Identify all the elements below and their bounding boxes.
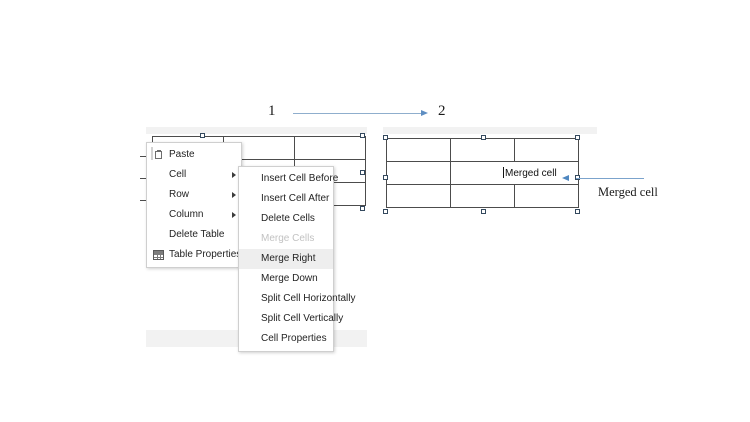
selection-handle-middle-right[interactable] [575, 175, 580, 180]
row-handle-dash[interactable] [140, 156, 146, 157]
menu-item-label: Split Cell Horizontally [261, 293, 356, 304]
menu-item-label: Delete Cells [261, 213, 315, 224]
table-cell[interactable] [386, 138, 451, 162]
menu-item-insert-cell-after[interactable]: Insert Cell After [239, 189, 333, 209]
page-band-top-left [146, 127, 367, 134]
selection-handle-bottom-center[interactable] [481, 209, 486, 214]
menu-item-row[interactable]: Row [147, 185, 241, 205]
selection-handle-bottom-right[interactable] [360, 206, 365, 211]
menu-item-cell-properties[interactable]: Cell Properties [239, 329, 333, 349]
row-handle-dash[interactable] [140, 200, 146, 201]
selection-handle-bottom-left[interactable] [383, 209, 388, 214]
table-grid-icon [151, 248, 165, 262]
selection-handle-top-left[interactable] [383, 135, 388, 140]
selection-handle-top-right[interactable] [575, 135, 580, 140]
menu-item-label: Cell [169, 169, 187, 180]
menu-item-label: Split Cell Vertically [261, 313, 344, 324]
menu-item-paste[interactable]: Paste [147, 145, 241, 165]
selection-handle-top-right[interactable] [360, 133, 365, 138]
menu-item-label: Merge Cells [261, 233, 315, 244]
menu-item-delete-cells[interactable]: Delete Cells [239, 209, 333, 229]
selection-handle-top-center[interactable] [200, 133, 205, 138]
chevron-right-icon [232, 192, 236, 198]
menu-item-label: Insert Cell Before [261, 173, 339, 184]
table-row[interactable] [386, 138, 579, 162]
menu-item-merge-down[interactable]: Merge Down [239, 269, 333, 289]
table-cell[interactable] [450, 184, 515, 208]
menu-item-label: Cell Properties [261, 333, 327, 344]
menu-item-merge-cells: Merge Cells [239, 229, 333, 249]
selection-handle-top-center[interactable] [481, 135, 486, 140]
table-cell[interactable] [514, 138, 579, 162]
menu-item-table-properties[interactable]: Table Properties [147, 245, 241, 265]
cell-submenu[interactable]: Insert Cell Before Insert Cell After Del… [238, 166, 355, 352]
menu-item-label: Delete Table [169, 229, 225, 240]
text-cursor [503, 167, 504, 178]
merged-cell-content: Merged cell [451, 167, 557, 179]
callout-label: Merged cell [598, 185, 658, 199]
menu-item-label: Merge Right [261, 253, 316, 264]
table-cell[interactable] [450, 138, 515, 162]
table-cell[interactable] [294, 136, 366, 160]
step-number-1: 1 [268, 103, 276, 119]
selection-handle-bottom-right[interactable] [575, 209, 580, 214]
menu-item-split-cell-horizontally[interactable]: Split Cell Horizontally [239, 289, 355, 309]
chevron-right-icon [232, 212, 236, 218]
menu-item-split-cell-vertically[interactable]: Split Cell Vertically [239, 309, 343, 329]
callout-line [576, 178, 644, 179]
flow-arrow-line [293, 113, 422, 114]
menu-item-label: Table Properties [169, 249, 242, 260]
table-cell[interactable] [386, 161, 451, 185]
selection-handle-middle-right[interactable] [360, 170, 365, 175]
result-table[interactable]: Merged cell [386, 138, 579, 208]
step-number-2: 2 [438, 103, 446, 119]
menu-item-column[interactable]: Column [147, 205, 241, 225]
table-row[interactable]: Merged cell [386, 161, 579, 185]
menu-item-cell[interactable]: Cell [147, 165, 241, 185]
chevron-right-icon [232, 172, 236, 178]
menu-item-label: Column [169, 209, 204, 220]
menu-item-label: Merge Down [261, 273, 318, 284]
merged-table-cell[interactable]: Merged cell [450, 161, 579, 185]
clipboard-icon [151, 147, 165, 162]
flow-arrow-head-icon [421, 109, 428, 116]
table-row[interactable] [386, 184, 579, 208]
callout-arrow-head-icon [562, 174, 569, 181]
menu-item-label: Row [169, 189, 190, 200]
page-band-top-right [383, 127, 597, 134]
selection-handle-middle-left[interactable] [383, 175, 388, 180]
row-handle-dash[interactable] [140, 178, 146, 179]
table-context-menu[interactable]: Paste Cell Row Column Delete Table [146, 142, 242, 268]
table-cell[interactable] [514, 184, 579, 208]
menu-item-label: Paste [169, 149, 195, 160]
menu-item-delete-table[interactable]: Delete Table [147, 225, 241, 245]
menu-item-merge-right[interactable]: Merge Right [239, 249, 333, 269]
menu-item-insert-cell-before[interactable]: Insert Cell Before [239, 169, 338, 189]
merged-cell-text: Merged cell [505, 168, 557, 179]
menu-item-label: Insert Cell After [261, 193, 330, 204]
table-cell[interactable] [386, 184, 451, 208]
